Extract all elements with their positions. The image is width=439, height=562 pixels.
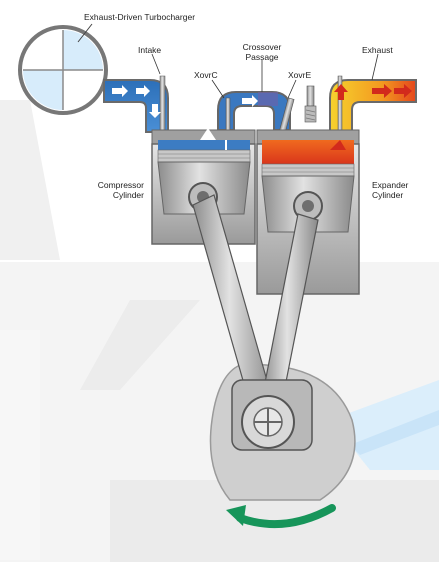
turbocharger: [18, 23, 108, 115]
intake-label: Intake: [138, 45, 162, 55]
xovre-label: XovrE: [288, 70, 312, 80]
background-shapes: [0, 100, 439, 562]
crossover-flow-arrows: [242, 95, 258, 107]
rotation-arrow-icon: [226, 504, 336, 529]
crossover-label-line1: Crossover: [242, 42, 282, 52]
expander-label-line2: Cylinder: [372, 190, 404, 200]
xovrc-label: XovrC: [194, 70, 218, 80]
spark-plug-icon: [304, 85, 317, 123]
expander-label-line1: Expander: [372, 180, 409, 190]
crankshaft: [231, 379, 313, 451]
compressor-label-line1: Compressor: [97, 180, 144, 190]
callout-lines: [151, 53, 379, 99]
turbocharger-label: Exhaust-Driven Turbocharger: [84, 12, 196, 22]
exhaust-pipe: [329, 75, 417, 137]
exhaust-flow-arrows: [330, 84, 412, 150]
intake-pipe: [103, 75, 169, 137]
intake-flow-arrows: [112, 85, 227, 150]
compressor-label-line2: Cylinder: [112, 190, 144, 200]
crossover-label-line2: Passage: [245, 52, 279, 62]
exhaust-label: Exhaust: [362, 45, 393, 55]
